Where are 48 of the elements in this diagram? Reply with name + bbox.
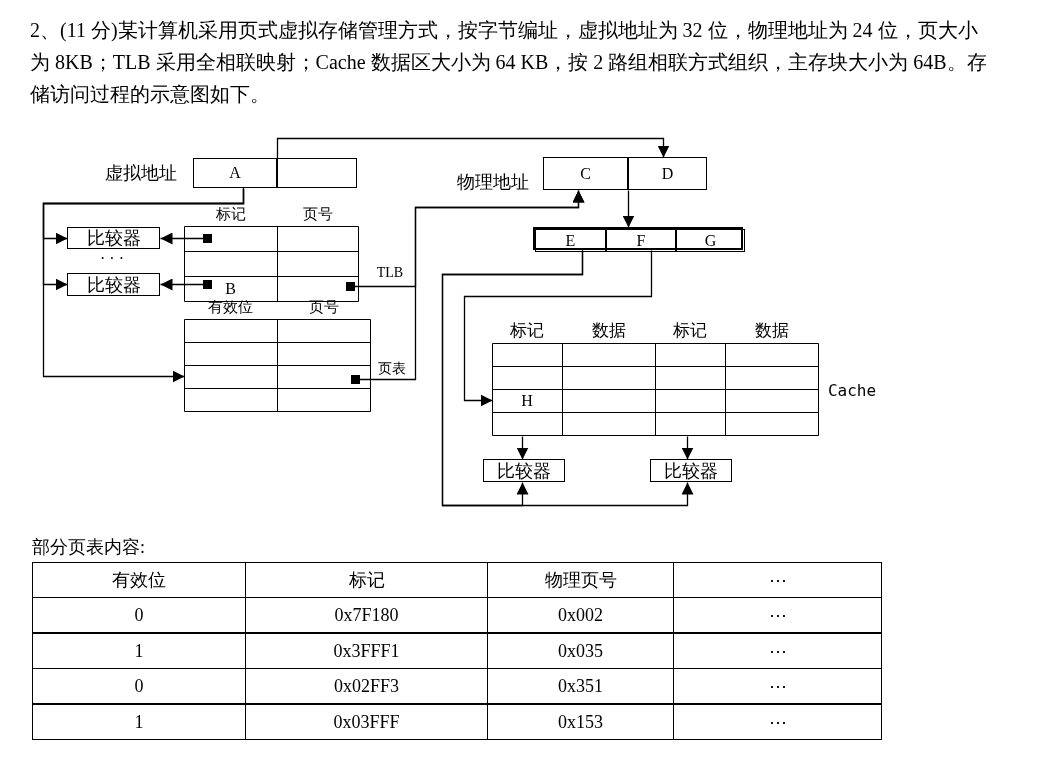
table-cell: 0	[32, 597, 246, 633]
table-cell: 0x03FFF	[245, 704, 488, 740]
column-header: 数据	[590, 320, 627, 342]
table-cell: 1	[32, 704, 246, 740]
comparator-box: 比较器	[483, 459, 565, 482]
arrow	[463, 249, 653, 407]
comparator-box: 比较器	[650, 459, 732, 482]
column-header: 页号	[302, 204, 334, 224]
address-field: A	[193, 158, 277, 188]
arrow	[622, 189, 635, 229]
arrow	[351, 189, 585, 384]
address-field: E	[535, 229, 606, 252]
column-header: 标记	[672, 320, 708, 342]
comparator-box: 比较器	[67, 227, 160, 249]
table-cell: ⋯	[673, 704, 882, 740]
column-header: 数据	[754, 320, 790, 342]
arrow	[516, 435, 529, 461]
address-field: G	[676, 229, 745, 252]
arrow	[441, 249, 694, 507]
table-caption: Cache	[826, 379, 878, 402]
table-cell: 0x153	[487, 704, 674, 740]
address-split-bar	[533, 227, 743, 250]
arrow	[276, 137, 670, 160]
address-field: C	[543, 157, 628, 190]
arrow	[159, 278, 212, 291]
table-cell: ⋯	[673, 668, 882, 704]
address-field: D	[628, 157, 707, 190]
column-header: 标记	[509, 320, 545, 342]
table-cell: 0	[32, 668, 246, 704]
address-field	[277, 158, 357, 188]
table-title: 部分页表内容:	[32, 536, 146, 557]
address-field: F	[606, 229, 676, 252]
arrow	[159, 232, 212, 245]
table-cell: ⋯	[673, 562, 882, 598]
arrow	[42, 187, 245, 383]
page-table	[184, 297, 371, 412]
register-label: 物理地址	[456, 170, 530, 194]
comparator-box: 比较器	[67, 273, 160, 296]
table-cell: 1	[32, 633, 246, 669]
table-cell: 有效位	[32, 562, 246, 598]
arrow	[681, 435, 694, 461]
register-label: 虚拟地址	[104, 162, 178, 185]
column-header: 标记	[214, 204, 247, 224]
field-letter: H	[492, 389, 562, 412]
table-cell: ⋯	[673, 597, 882, 633]
question-text: 2、(11 分)某计算机采用页式虚拟存储管理方式，按字节编址，虚拟地址为 32 位，物理地址为 24 位，页大小为 8KB；TLB 采用全相联映射；Cache 数据区大小为 64 KB，按 2 路组相联方式组织，主存块大小为 64B。存储访问过程的示意图如下。	[30, 18, 988, 107]
table-cell: ⋯	[673, 633, 882, 669]
ellipsis-mark: · · ·	[99, 252, 125, 266]
